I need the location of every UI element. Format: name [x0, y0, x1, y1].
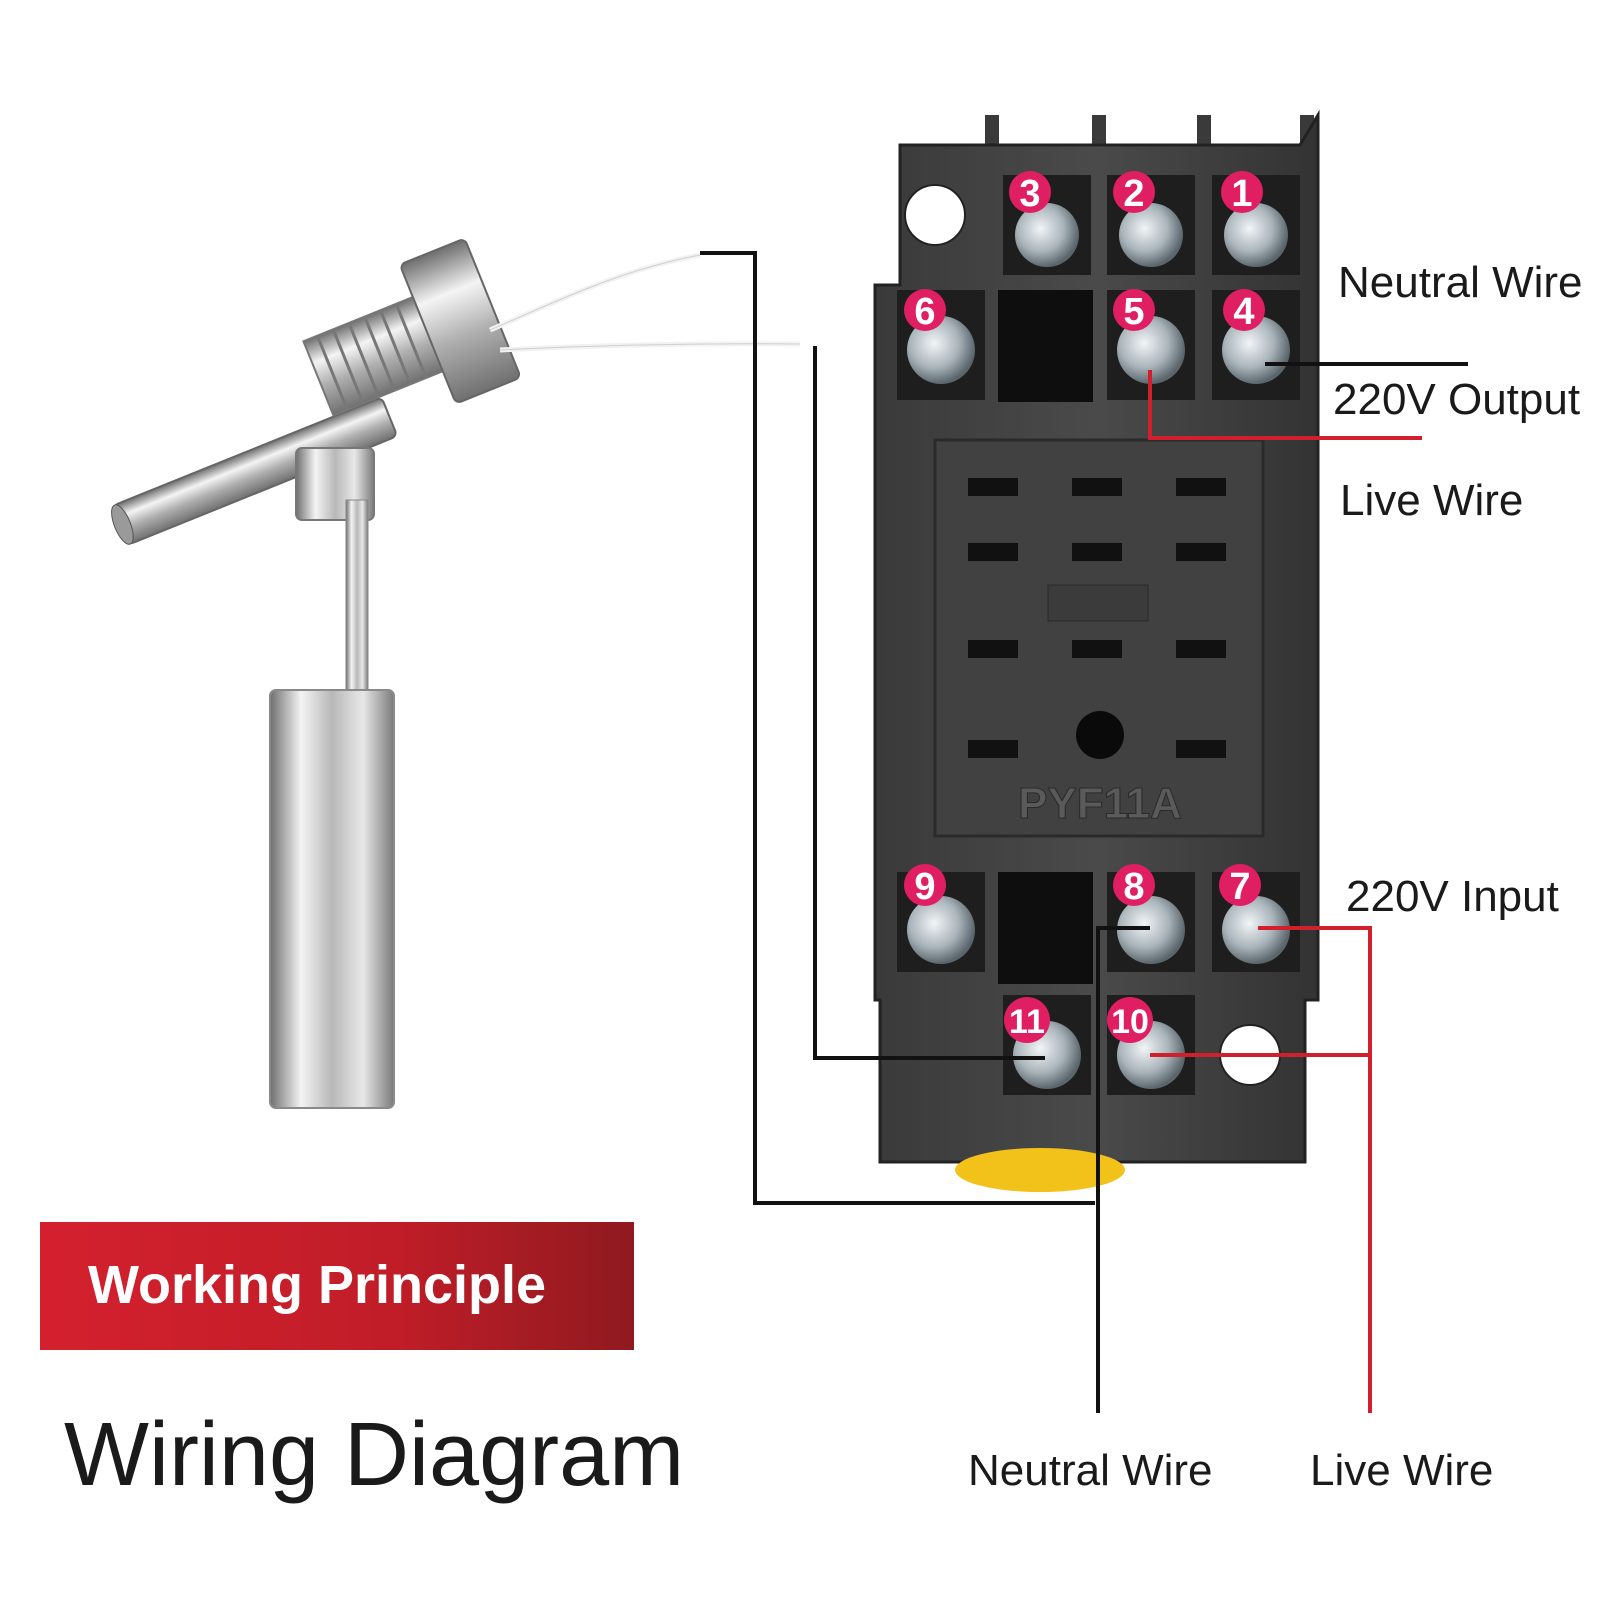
- svg-text:8: 8: [1123, 866, 1144, 908]
- live-wires: [1148, 370, 1422, 1413]
- float-switch: [111, 239, 801, 1109]
- terminal-badge-7: 7: [1219, 864, 1261, 908]
- output-220v-label: 220V Output: [1333, 375, 1581, 424]
- terminal-badge-1: 1: [1221, 171, 1263, 215]
- svg-text:7: 7: [1229, 866, 1250, 908]
- terminal-badge-10: 10: [1107, 997, 1153, 1043]
- svg-text:2: 2: [1123, 173, 1144, 215]
- bottom-live-wire-label: Live Wire: [1310, 1446, 1494, 1495]
- banner-text: Working Principle: [88, 1255, 547, 1315]
- page-title: Wiring Diagram: [64, 1405, 685, 1505]
- svg-text:4: 4: [1233, 291, 1254, 333]
- top-live-wire-label: Live Wire: [1340, 476, 1524, 525]
- svg-text:10: 10: [1111, 1003, 1149, 1041]
- terminal-badge-4: 4: [1223, 289, 1265, 333]
- working-principle-banner: Working Principle: [40, 1222, 634, 1350]
- terminal-badge-5: 5: [1113, 289, 1155, 333]
- terminal-screws: [907, 203, 1290, 1089]
- svg-text:5: 5: [1123, 291, 1144, 333]
- terminal-badge-6: 6: [904, 289, 946, 333]
- terminal-badge-9: 9: [904, 864, 946, 908]
- terminal-badge-3: 3: [1009, 171, 1051, 215]
- bottom-neutral-wire-label: Neutral Wire: [968, 1446, 1213, 1495]
- terminal-badges: 1 2 3 4 5 6 7 8 9 10 11: [904, 171, 1265, 1043]
- terminal-badge-11: 11: [1004, 997, 1050, 1043]
- svg-text:3: 3: [1019, 173, 1040, 215]
- top-neutral-wire-label: Neutral Wire: [1338, 258, 1583, 307]
- svg-text:1: 1: [1231, 173, 1252, 215]
- svg-text:6: 6: [914, 291, 935, 333]
- svg-text:11: 11: [1009, 1003, 1045, 1041]
- socket-model-text: PYF11A: [1018, 779, 1182, 828]
- relay-socket: PYF11A 1 2 3 4 5 6 7: [873, 109, 1320, 1192]
- terminal-badge-2: 2: [1113, 171, 1155, 215]
- input-220v-label: 220V Input: [1346, 872, 1559, 921]
- neutral-wires: [700, 251, 1468, 1413]
- terminal-badge-8: 8: [1113, 864, 1155, 908]
- svg-text:9: 9: [914, 866, 935, 908]
